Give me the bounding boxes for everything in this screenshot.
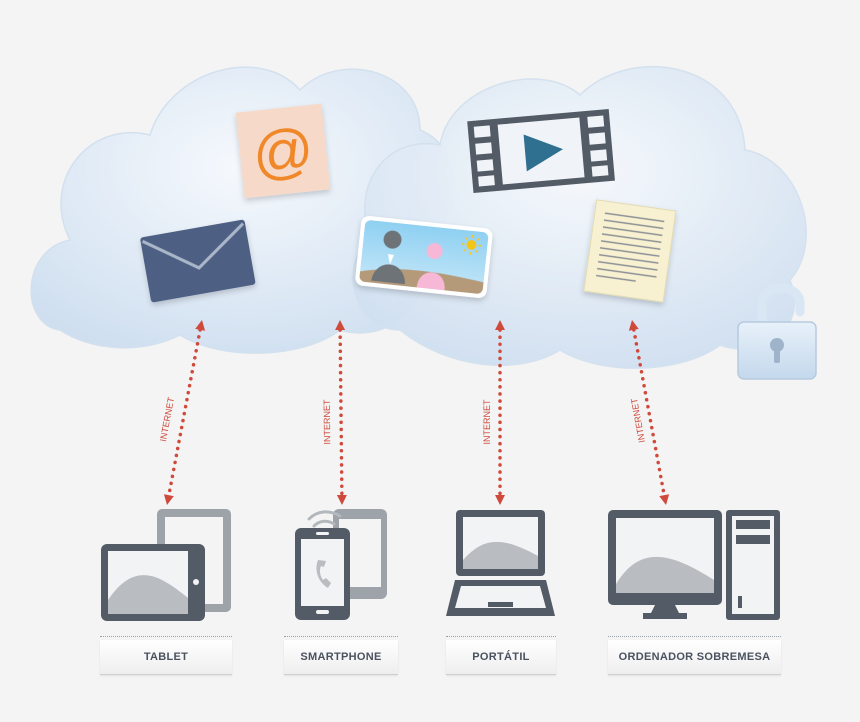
envelope-icon bbox=[140, 219, 256, 303]
connections: INTERNET INTERNET INTERNET INTERNET bbox=[158, 320, 670, 505]
device-label-tablet: TABLET bbox=[100, 640, 232, 675]
label-divider bbox=[284, 636, 398, 637]
padlock-icon bbox=[737, 283, 817, 380]
internet-connection-arrow: INTERNET bbox=[482, 320, 505, 505]
arrow-head-icon bbox=[495, 320, 505, 330]
label-divider bbox=[608, 636, 781, 637]
label-divider bbox=[446, 636, 556, 637]
tablet-icon bbox=[101, 509, 231, 621]
photo-icon bbox=[355, 216, 493, 298]
arrow-head-icon bbox=[495, 495, 505, 505]
smartphone-icon bbox=[295, 509, 387, 620]
internet-connection-arrow: INTERNET bbox=[322, 320, 347, 505]
email-at-symbol: @ bbox=[249, 115, 317, 188]
internet-label: INTERNET bbox=[482, 399, 492, 445]
play-icon bbox=[523, 134, 564, 172]
arrow-head-icon bbox=[335, 320, 346, 331]
internet-label: INTERNET bbox=[322, 399, 332, 445]
laptop-icon bbox=[446, 510, 555, 616]
arrow-head-icon bbox=[163, 494, 174, 505]
device-label-desktop: ORDENADOR SOBREMESA bbox=[608, 640, 781, 675]
video-film-icon bbox=[467, 108, 615, 194]
left-cloud bbox=[30, 66, 455, 354]
internet-label: INTERNET bbox=[629, 397, 647, 444]
arrow-head-icon bbox=[628, 320, 639, 331]
sun-icon bbox=[461, 234, 482, 255]
desktop-computer-icon bbox=[608, 510, 780, 620]
internet-label: INTERNET bbox=[158, 396, 176, 443]
document-icon bbox=[583, 199, 677, 303]
device-label-smartphone: SMARTPHONE bbox=[284, 640, 398, 675]
arrow-head-icon bbox=[659, 494, 670, 505]
internet-connection-arrow: INTERNET bbox=[158, 320, 206, 505]
phone-handset-icon bbox=[316, 560, 331, 588]
email-card-icon: @ bbox=[235, 103, 331, 199]
device-label-portatil: PORTÁTIL bbox=[446, 640, 556, 675]
arrow-head-icon bbox=[195, 320, 206, 331]
label-divider bbox=[100, 636, 232, 637]
arrow-head-icon bbox=[336, 494, 347, 505]
